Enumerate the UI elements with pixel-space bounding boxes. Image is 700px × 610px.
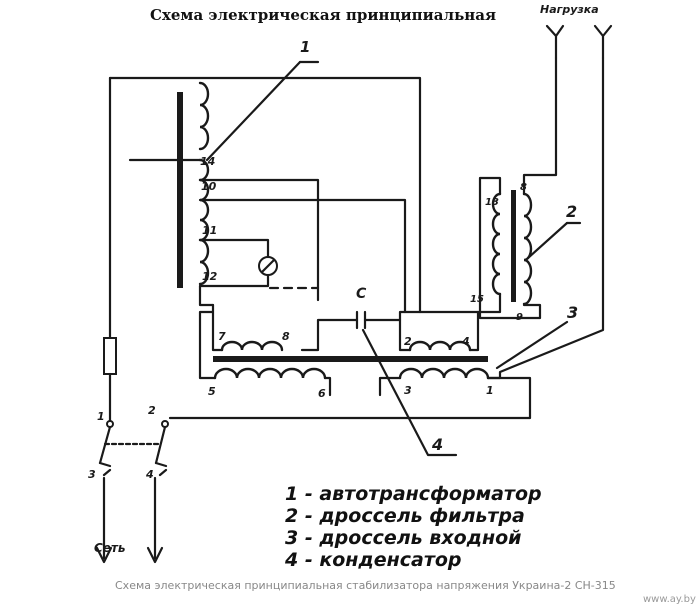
tap-11: 11 bbox=[202, 224, 217, 237]
autotransformer-winding bbox=[198, 81, 210, 286]
switch-terminal-3: 3 bbox=[88, 468, 96, 481]
choke3-terminal-2: 2 bbox=[404, 335, 412, 348]
input-choke-bottom-left-winding bbox=[213, 367, 327, 380]
callout-3: 3 bbox=[495, 303, 578, 370]
filter-choke-winding-right bbox=[522, 192, 533, 306]
svg-text:3: 3 bbox=[567, 303, 578, 322]
input-choke-top-right-winding bbox=[408, 340, 472, 352]
tap-10: 10 bbox=[201, 180, 217, 193]
legend-item-3: 3 - дроссель входной bbox=[285, 527, 521, 549]
switch-terminal-4: 4 bbox=[145, 468, 154, 481]
callout-2: 2 bbox=[526, 202, 582, 260]
legend-item-4: 4 - конденсатор bbox=[284, 549, 462, 571]
capacitor-label: С bbox=[356, 286, 367, 302]
choke3-terminal-4: 4 bbox=[461, 335, 470, 348]
tap-14: 14 bbox=[200, 155, 215, 168]
choke2-terminal-13: 13 bbox=[485, 197, 499, 208]
switch-terminal-1: 1 bbox=[97, 410, 105, 423]
watermark: www.ay.by bbox=[643, 594, 696, 605]
wire-to-load-right bbox=[486, 56, 605, 380]
diagram-title: Схема электрическая принципиальная bbox=[150, 6, 496, 24]
svg-text:2: 2 bbox=[566, 202, 577, 221]
load-terminal-left bbox=[545, 24, 565, 60]
tap-12: 12 bbox=[202, 270, 218, 283]
choke2-terminal-15: 15 bbox=[470, 294, 484, 305]
mains-arrow-left-icon bbox=[95, 546, 113, 564]
mains-label: Сеть bbox=[94, 541, 126, 555]
filter-choke-winding-left bbox=[491, 192, 502, 296]
wire-to-filter bbox=[198, 198, 407, 314]
wire-bottom-lamp bbox=[198, 284, 215, 307]
switch-terminal-2: 2 bbox=[148, 404, 156, 417]
choke3-terminal-6: 6 bbox=[318, 387, 326, 400]
choke3-terminal-5: 5 bbox=[208, 385, 216, 398]
input-choke-core bbox=[213, 356, 488, 362]
wire-choke-left-frame bbox=[198, 303, 224, 380]
wire-capacitor-bottom bbox=[378, 376, 402, 397]
wire-choke-right-frame bbox=[468, 310, 480, 352]
svg-text:4: 4 bbox=[431, 435, 443, 454]
input-choke-top-left-winding bbox=[220, 340, 284, 352]
svg-text:1: 1 bbox=[300, 38, 310, 56]
indicator-lamp bbox=[258, 256, 278, 276]
capacitor bbox=[355, 310, 367, 330]
mains-switch[interactable] bbox=[98, 420, 169, 477]
image-caption: Схема электрическая принципиальная стаби… bbox=[115, 579, 616, 592]
choke3-terminal-7: 7 bbox=[218, 330, 226, 343]
wire-cap-left bbox=[300, 318, 359, 352]
wire-choke-bottom bbox=[168, 376, 532, 420]
wire-filter-bottom bbox=[418, 292, 502, 314]
legend-item-2: 2 - дроссель фильтра bbox=[285, 505, 525, 527]
input-choke-bottom-right-winding bbox=[398, 367, 490, 380]
wire-filter-frame bbox=[478, 56, 558, 320]
choke3-terminal-8: 8 bbox=[282, 330, 290, 343]
fuse bbox=[103, 337, 117, 375]
filter-choke-core bbox=[511, 190, 516, 302]
wire-cap-right bbox=[363, 318, 412, 352]
choke3-terminal-1: 1 bbox=[486, 384, 494, 397]
choke3-terminal-3: 3 bbox=[404, 384, 412, 397]
legend-item-1: 1 - автотрансформатор bbox=[285, 483, 542, 505]
callout-1: 1 bbox=[205, 38, 320, 162]
load-terminal-right bbox=[593, 24, 613, 60]
autotransformer-core bbox=[177, 92, 183, 288]
load-label: Нагрузка bbox=[540, 3, 599, 16]
mains-arrow-right-icon bbox=[146, 546, 164, 564]
lamp-wires bbox=[198, 238, 270, 288]
wire-tap10 bbox=[198, 178, 320, 302]
callout-4: 4 bbox=[361, 328, 458, 457]
